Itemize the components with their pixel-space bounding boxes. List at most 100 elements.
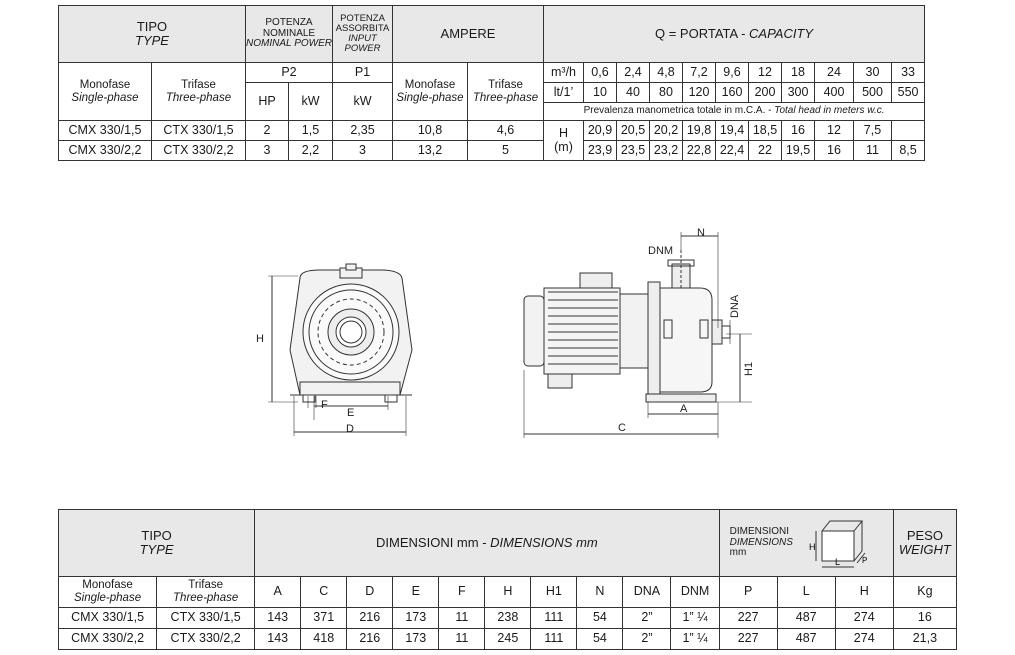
trifase-col-header: Trifase Three-phase: [156, 576, 256, 608]
box-icon: H L P: [809, 520, 868, 568]
type-label: TYPE: [139, 542, 174, 557]
col-header: H1: [530, 576, 578, 608]
nominal-power-label: NOMINAL POWER: [246, 38, 332, 50]
peso-label: PESO: [906, 527, 943, 543]
col-header: F: [438, 576, 486, 608]
dimensions-title-en: DIMENSIONS mm: [490, 534, 598, 550]
lt-value: 300: [781, 82, 815, 103]
performance-table: TIPO TYPE POTENZA NOMINALE NOMINAL POWER…: [58, 5, 958, 161]
m3h-value: 33: [890, 62, 926, 83]
weight-value: 16: [892, 607, 958, 629]
model-tri: CTX 330/1,5: [156, 607, 256, 629]
potenza-nominale-label: POTENZA NOMINALE: [262, 17, 316, 39]
model-mono: CMX 330/1,5: [58, 120, 152, 141]
dim-label-n: N: [697, 227, 705, 239]
trifase-label: Trifase: [488, 78, 523, 91]
col-header: P: [718, 576, 778, 608]
lt-value: 500: [853, 82, 892, 103]
single-phase-label: Single-phase: [71, 91, 139, 104]
weight-value: 21,3: [892, 628, 958, 650]
pump-technical-drawing: H F E D: [256, 227, 755, 438]
head-note-en: Total head in meters w.c.: [774, 105, 885, 117]
monofase-label: Monofase: [404, 78, 456, 91]
col-header: C: [300, 576, 348, 608]
head-value: 20,5: [616, 120, 650, 141]
dim-value: 274: [834, 628, 894, 650]
head-value: 19,4: [715, 120, 749, 141]
box-label-h: H: [809, 542, 816, 552]
model-mono: CMX 330/1,5: [57, 607, 158, 629]
head-value: 12: [814, 120, 854, 141]
type-header: TIPO TYPE: [57, 509, 256, 577]
weight-label: WEIGHT: [898, 542, 951, 557]
dim-value: 371: [300, 607, 348, 629]
dimensions-title-it: DIMENSIONI mm -: [376, 534, 491, 550]
monofase-col-header: Monofase Single-phase: [58, 62, 152, 121]
dim-label-dna: DNA: [729, 294, 741, 318]
col-header: H: [834, 576, 894, 608]
lt-value: 550: [890, 82, 926, 103]
dim-value: 2”: [622, 628, 672, 650]
m3h-value: 7,2: [682, 62, 716, 83]
weight-header: PESO WEIGHT: [892, 509, 958, 577]
dim-value: 487: [776, 607, 836, 629]
nominal-power-header: POTENZA NOMINALE NOMINAL POWER: [245, 5, 333, 63]
head-value: 16: [814, 140, 854, 161]
dim-value: 143: [254, 628, 302, 650]
head-value: 19,5: [781, 140, 815, 161]
input-power-label: INPUT POWER: [344, 33, 381, 54]
lt-value: 10: [583, 82, 617, 103]
m3h-value: 24: [814, 62, 854, 83]
portata-label: Q = PORTATA -: [655, 25, 750, 41]
col-header: N: [576, 576, 624, 608]
head-value: 19,8: [682, 120, 716, 141]
amp-tri-value: 4,6: [467, 120, 544, 141]
m3h-value: 2,4: [616, 62, 650, 83]
packaging-dimensions-header: DIMENSIONI DIMENSIONS mm H L P: [718, 509, 894, 577]
lt-value: 80: [649, 82, 683, 103]
m3h-value: 0,6: [583, 62, 617, 83]
mm-label: mm: [729, 547, 747, 559]
lt-value: 120: [682, 82, 716, 103]
amp-mono-value: 10,8: [392, 120, 468, 141]
three-phase-label: Three-phase: [165, 91, 232, 104]
p1-value: 3: [332, 140, 393, 161]
col-header: D: [346, 576, 394, 608]
p1-kw-header: kW: [332, 82, 393, 121]
dim-value: 11: [438, 607, 486, 629]
dim-label-c: C: [618, 422, 626, 434]
dimensions-en-label: DIMENSIONS: [729, 536, 793, 548]
dim-value: 111: [530, 628, 578, 650]
trifase-label: Trifase: [188, 579, 223, 592]
head-value: 8,5: [890, 140, 926, 161]
lt-value: 200: [748, 82, 782, 103]
m3h-value: 12: [748, 62, 782, 83]
ampere-monofase-header: Monofase Single-phase: [392, 62, 468, 121]
p1-value: 2,35: [332, 120, 393, 141]
dim-value: 227: [718, 607, 778, 629]
head-value: 16: [781, 120, 815, 141]
lt-value: 40: [616, 82, 650, 103]
dim-label-h: H: [256, 333, 264, 345]
single-phase-label: Single-phase: [396, 91, 464, 104]
dimensions-title: DIMENSIONI mm - DIMENSIONS mm: [254, 509, 720, 577]
type-label: TYPE: [135, 33, 169, 48]
box-label-l: L: [835, 557, 840, 567]
dim-value: 1” ¼: [670, 628, 720, 650]
m3h-value: 4,8: [649, 62, 683, 83]
dim-label-d: D: [346, 423, 354, 435]
ampere-header: AMPERE: [392, 5, 544, 63]
head-value: 11: [853, 140, 892, 161]
kw-value: 1,5: [288, 120, 333, 141]
lt-value: 160: [715, 82, 749, 103]
front-view: [268, 263, 413, 436]
kw-value: 2,2: [288, 140, 333, 161]
hp-value: 3: [245, 140, 289, 161]
head-value: 23,9: [583, 140, 617, 161]
head-value: 20,2: [649, 120, 683, 141]
monofase-col-header: Monofase Single-phase: [57, 576, 158, 608]
dimensioni-label: DIMENSIONI: [729, 526, 790, 538]
dimensions-table: TIPO TYPE DIMENSIONI mm - DIMENSIONS mm …: [57, 509, 958, 650]
dim-label-e: E: [347, 407, 354, 419]
col-header: DNM: [670, 576, 720, 608]
